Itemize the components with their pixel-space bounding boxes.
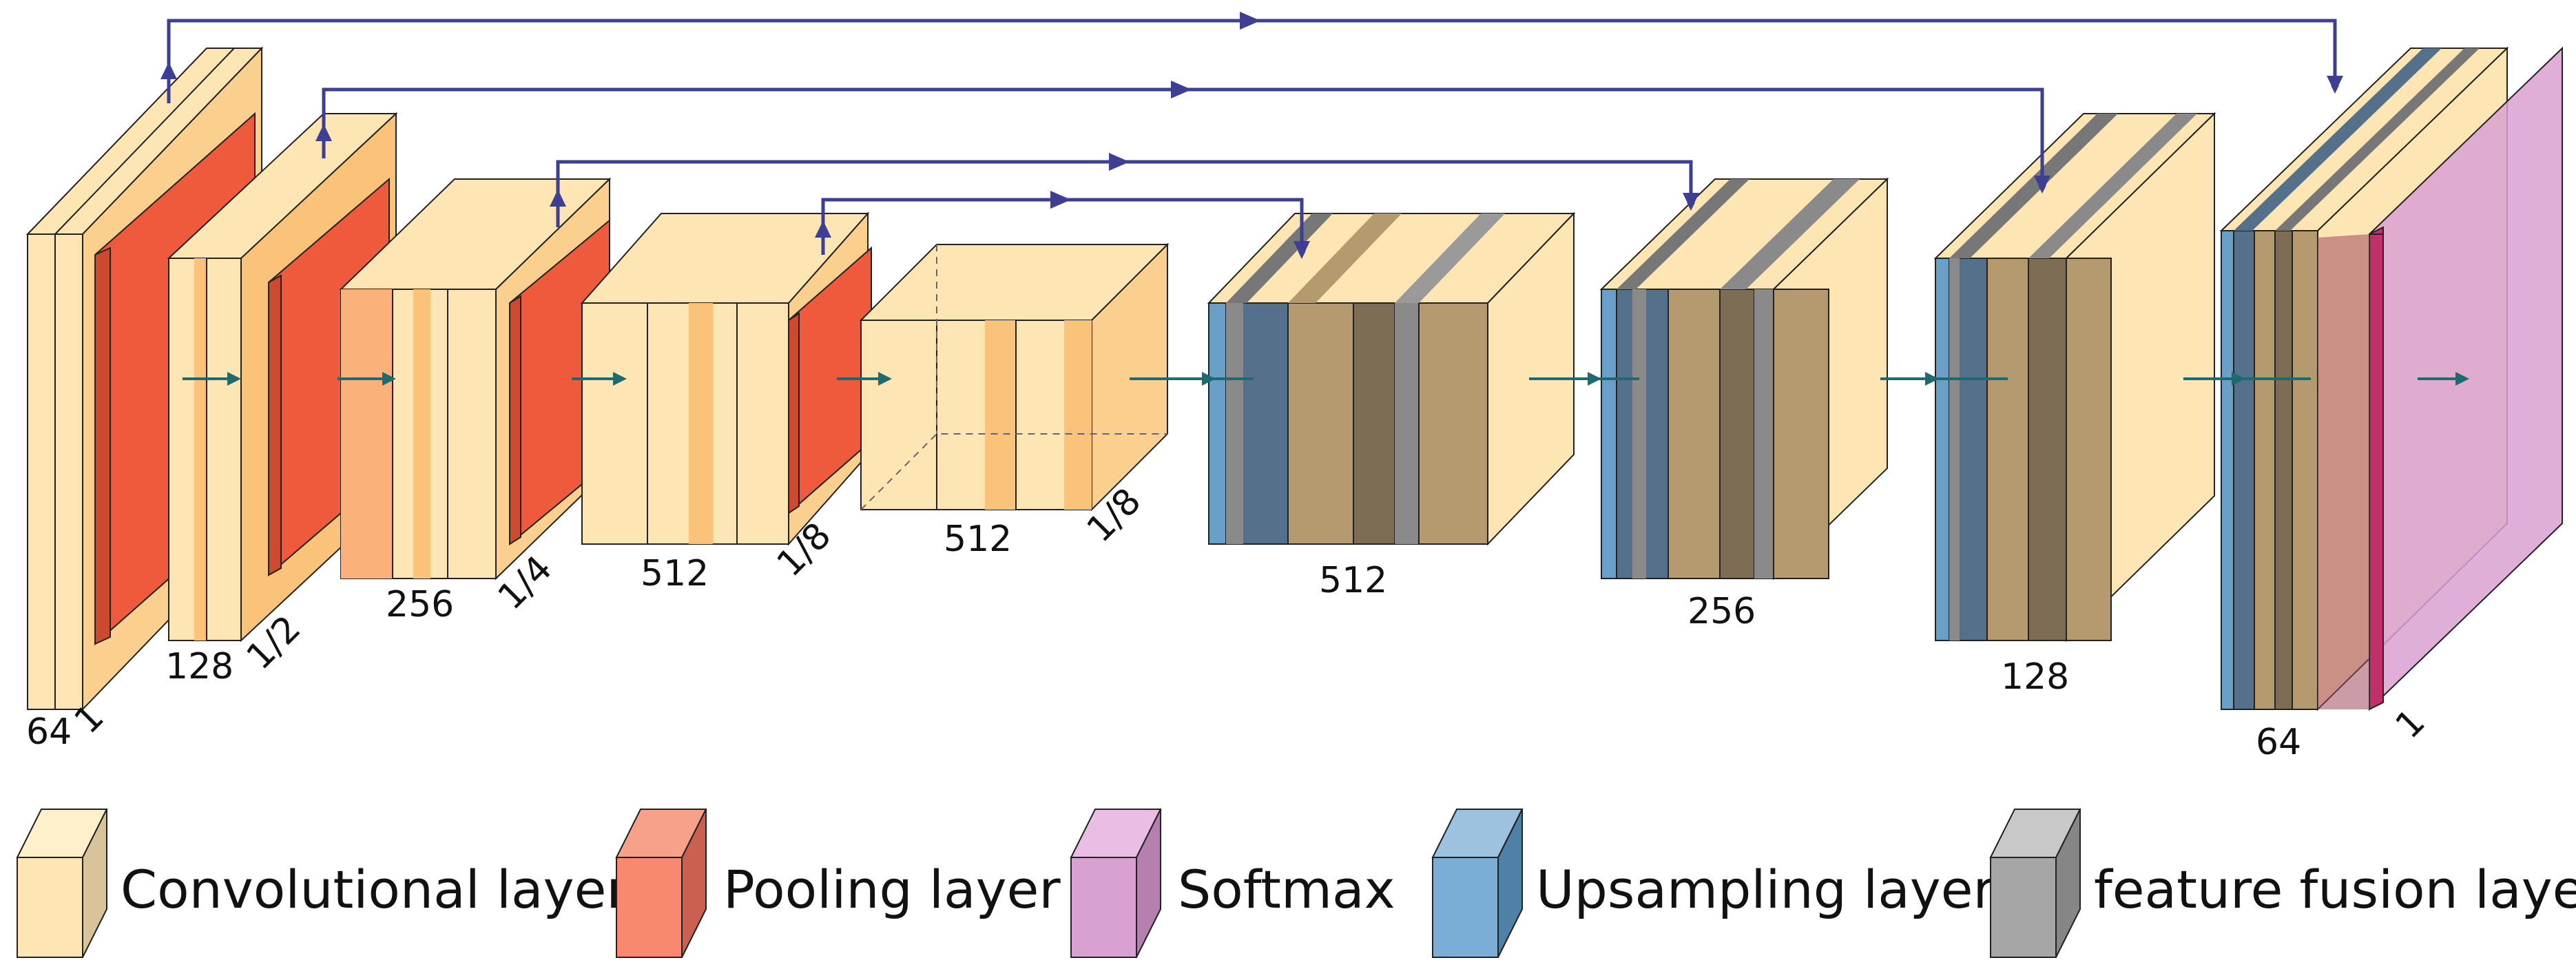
legend-item-conv: Convolutional layer [16,809,628,958]
legend-item-pool: Pooling layer [615,809,1061,958]
upsample-block [1601,289,1617,579]
enc-2-channels: 128 [165,646,233,687]
fusion-block [2274,230,2293,710]
dec-4-channels: 64 [2256,722,2301,763]
encoder-stage-4 [580,211,872,546]
decoder-stage-3 [1933,112,2216,643]
decoder-stage-4 [2219,46,2563,711]
dec-3-channels: 128 [2001,656,2069,698]
encoder-stage-3 [339,177,612,581]
upsample-block [1208,302,1227,545]
dec-1-channels: 512 [1319,560,1387,601]
decoder-stage-2 [1599,177,1889,581]
enc-1-channels: 64 [26,711,72,753]
legend-item-softmax: Softmax [1070,809,1395,958]
legend-item-upsample: Upsampling layer [1431,809,1995,958]
decoder-stage-1 [1207,211,1576,546]
enc-4-channels: 512 [641,553,709,594]
conv-block [860,320,1092,510]
upsample-block [2221,230,2234,710]
legend-item-fusion: feature fusion layer [1989,809,2576,958]
legend: Convolutional layer Pooling layer Softma… [16,809,2576,958]
fusion-block [1949,258,1960,640]
legend-label-conv: Convolutional layer [121,859,628,920]
encoder-stage-5 [859,242,1170,512]
legend-label-pool: Pooling layer [723,859,1061,920]
output-scale: 1 [2388,701,2433,747]
fusion-block [1719,289,1755,579]
flow-arrows [183,372,2469,386]
pool-block [509,295,521,545]
fusion-block [1353,302,1395,545]
enc-5-channels: 512 [944,519,1012,560]
legend-label-fusion: feature fusion layer [2094,859,2576,920]
legend-label-upsample: Upsampling layer [1536,859,1995,920]
pool-block [268,274,282,576]
legend-label-softmax: Softmax [1178,859,1395,920]
fusion-block [1632,289,1646,579]
pool-block [788,312,800,514]
conv-block [581,302,789,545]
upsample-block [1935,258,1950,641]
pool-block [94,247,111,645]
skip-connections [160,12,2343,259]
enc-3-channels: 256 [386,584,454,625]
fusion-block [2028,258,2067,641]
dec-2-channels: 256 [1687,591,1756,632]
fusion-block [1226,303,1243,544]
